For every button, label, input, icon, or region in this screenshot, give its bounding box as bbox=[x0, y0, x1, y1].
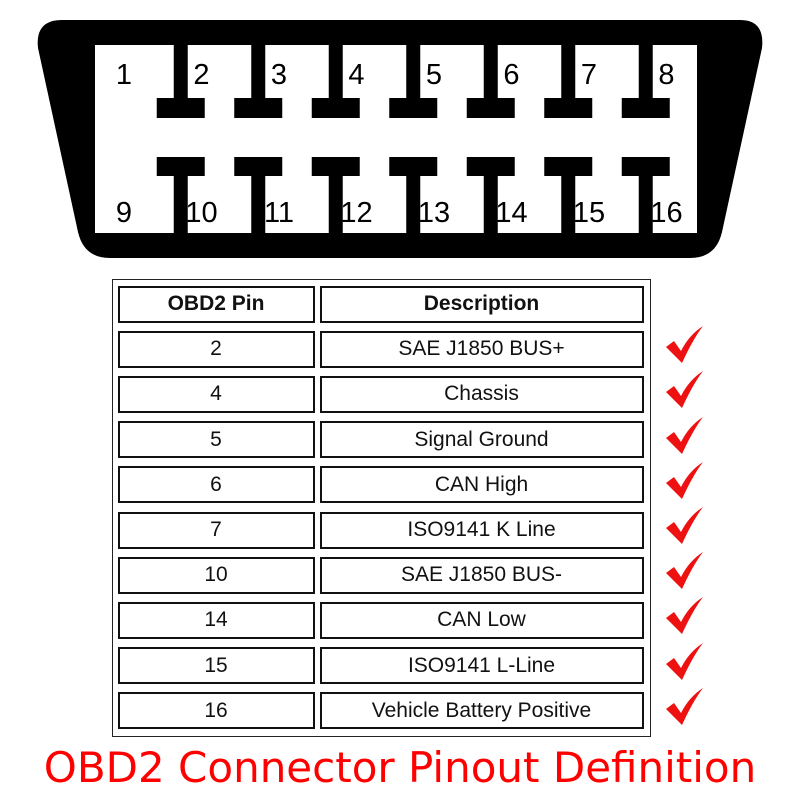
diagram-title: OBD2 Connector Pinout Definition bbox=[43, 743, 757, 792]
bottom-key-tab bbox=[156, 157, 205, 233]
pin-cell: 10 bbox=[117, 556, 315, 594]
top-key-tab bbox=[466, 45, 515, 118]
checkmark-icon bbox=[666, 552, 703, 590]
checkmark-icon bbox=[666, 326, 703, 364]
pin-number: 4 bbox=[348, 59, 364, 91]
pin-number: 10 bbox=[185, 197, 217, 229]
bottom-key-tab bbox=[544, 157, 593, 233]
description-cell: ISO9141 K Line bbox=[319, 511, 644, 549]
pin-cell: 6 bbox=[117, 466, 315, 504]
top-key-tab bbox=[621, 45, 670, 118]
description-cell: CAN High bbox=[319, 466, 644, 504]
connector-cavity bbox=[95, 45, 697, 233]
pin-number: 1 bbox=[116, 59, 132, 91]
checkmark-icon bbox=[666, 416, 703, 454]
checkmark-icon bbox=[666, 507, 703, 544]
description-cell: SAE J1850 BUS- bbox=[319, 556, 644, 594]
pin-cell: 14 bbox=[117, 601, 315, 639]
pin-number: 6 bbox=[503, 59, 519, 91]
bottom-key-tab bbox=[466, 157, 515, 233]
column-header-description: Description bbox=[319, 285, 644, 323]
column-header-pin: OBD2 Pin bbox=[117, 285, 315, 323]
pin-number: 9 bbox=[116, 197, 132, 229]
top-key-tab bbox=[311, 45, 360, 118]
bottom-key-tab bbox=[234, 157, 283, 233]
pin-number: 5 bbox=[426, 59, 442, 91]
top-key-tab bbox=[389, 45, 438, 118]
checkmark-icon bbox=[666, 687, 703, 725]
description-cell: Chassis bbox=[319, 375, 644, 413]
pin-cell: 5 bbox=[117, 421, 315, 459]
bottom-key-tab bbox=[311, 157, 360, 233]
bottom-key-tab bbox=[389, 157, 438, 233]
top-key-tab bbox=[234, 45, 283, 118]
pin-number: 12 bbox=[340, 197, 372, 229]
description-cell: Vehicle Battery Positive bbox=[319, 692, 644, 730]
bottom-key-tab bbox=[621, 157, 670, 233]
checkmark-icon bbox=[666, 371, 703, 409]
pin-number: 14 bbox=[495, 197, 527, 229]
pin-cell: 2 bbox=[117, 330, 315, 368]
description-cell: SAE J1850 BUS+ bbox=[319, 330, 644, 368]
pin-number: 15 bbox=[573, 197, 605, 229]
pin-cell: 7 bbox=[117, 511, 315, 549]
pin-number: 2 bbox=[193, 59, 209, 91]
pin-cell: 4 bbox=[117, 375, 315, 413]
pin-cell: 16 bbox=[117, 692, 315, 730]
pin-number: 13 bbox=[418, 197, 450, 229]
checkmark-icon bbox=[666, 597, 703, 635]
pin-number: 8 bbox=[658, 59, 674, 91]
top-key-tab bbox=[156, 45, 205, 118]
checkmark-icon bbox=[666, 642, 703, 680]
description-cell: Signal Ground bbox=[319, 421, 644, 459]
pin-number: 3 bbox=[271, 59, 287, 91]
description-cell: ISO9141 L-Line bbox=[319, 647, 644, 685]
pin-number: 11 bbox=[264, 197, 294, 229]
top-key-tab bbox=[544, 45, 593, 118]
pin-cell: 15 bbox=[117, 647, 315, 685]
checkmark-icon bbox=[666, 461, 703, 499]
pin-number: 16 bbox=[650, 197, 682, 229]
pin-number: 7 bbox=[581, 59, 597, 91]
description-cell: CAN Low bbox=[319, 601, 644, 639]
